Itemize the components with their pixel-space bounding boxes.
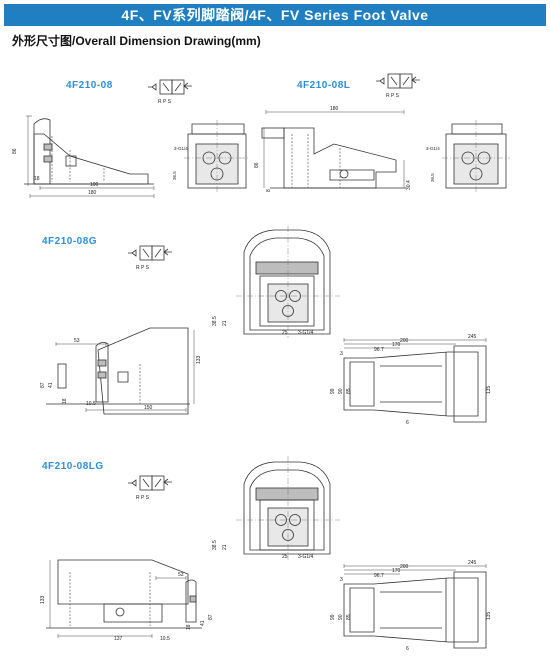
dim-245-g: 245 xyxy=(468,334,477,340)
dim-90-lg: 90 xyxy=(338,614,344,620)
dim-41-lg: 41 xyxy=(200,620,206,626)
dim-53-g: 53 xyxy=(74,338,80,344)
dim-3-lg: 3 xyxy=(340,577,343,583)
dim-100: 100 xyxy=(90,182,99,188)
model-label-4f210-08g: 4F210-08G xyxy=(42,236,98,247)
dim-3-g1-4-a: 3-G1/4 xyxy=(174,146,188,151)
dim-133-g: 133 xyxy=(196,355,202,364)
dim-180: 180 xyxy=(88,190,97,196)
valve-symbol-2: R P S xyxy=(376,73,420,99)
dim-137-lg: 137 xyxy=(114,636,123,642)
drawing-4f210-08lg-side: 53 133 87 41 18 137 10.5 xyxy=(40,559,214,642)
dim-36-5-b: 36.5 xyxy=(430,173,435,182)
model-label-4f210-08: 4F210-08 xyxy=(66,80,113,91)
dim-10-5-g: 10.5 xyxy=(86,401,96,407)
dim-53-lg: 53 xyxy=(178,572,184,578)
dim-86-l: 86 xyxy=(254,162,260,168)
dim-90-g: 90 xyxy=(338,388,344,394)
dim-21-g: 21 xyxy=(222,320,228,326)
symbol-ports-1: R P S xyxy=(158,99,172,105)
dim-135-lg: 135 xyxy=(486,611,492,620)
dim-30-4: 30.4 xyxy=(406,180,412,190)
dim-99-g: 99 xyxy=(330,388,336,394)
dim-3-g1-4-g: 3-G1/4 xyxy=(298,330,314,336)
valve-symbol-4: R P S xyxy=(128,475,172,501)
dim-85-g: 85 xyxy=(346,388,352,394)
drawing-4f210-08-front: 3-G1/4 36.5 xyxy=(172,120,250,192)
dim-18-g: 18 xyxy=(62,398,68,404)
dim-21-lg: 21 xyxy=(222,544,228,550)
symbol-ports-2: R P S xyxy=(386,93,400,99)
dim-180-l: 180 xyxy=(330,106,339,112)
section-title: 外形尺寸图/Overall Dimension Drawing(mm) xyxy=(12,34,261,48)
dim-200-g: 200 xyxy=(400,338,409,344)
drawing-4f210-08-side: 86 100 180 18 xyxy=(12,115,155,198)
header-title-bar: 4F、FV系列脚踏阀/4F、FV Series Foot Valve xyxy=(4,4,546,26)
dim-3-g: 3 xyxy=(340,351,343,357)
dim-133-lg: 133 xyxy=(40,595,46,604)
dim-99-lg: 99 xyxy=(330,614,336,620)
dim-41-g: 41 xyxy=(48,382,54,388)
drawing-4f210-08l-front: 3-G1/4 36.5 xyxy=(426,120,510,192)
dim-87-lg: 87 xyxy=(208,614,214,620)
dim-38-5-g: 38.5 xyxy=(212,316,218,326)
dim-18-lg: 18 xyxy=(186,624,192,630)
dim-3-g1-4-lg: 3-G1/4 xyxy=(298,554,314,560)
drawing-4f210-08g-top: 245 200 170 96.7 3 99 90 85 135 6 xyxy=(330,334,492,426)
dim-200-lg: 200 xyxy=(400,564,409,570)
valve-symbol-1: R P S xyxy=(148,79,192,105)
model-label-4f210-08lg: 4F210-08LG xyxy=(42,461,104,472)
dim-245-lg: 245 xyxy=(468,560,477,566)
dim-6-lg: 6 xyxy=(406,646,409,652)
dim-96-7-lg: 96.7 xyxy=(374,573,384,579)
dim-18: 18 xyxy=(34,176,40,182)
dim-6-g: 6 xyxy=(406,420,409,426)
dim-170-lg: 170 xyxy=(392,568,401,574)
dim-85-lg: 85 xyxy=(346,614,352,620)
drawing-4f210-08g-front: 38.5 21 25 3-G1/4 xyxy=(212,226,340,338)
dim-10-5-lg: 10.5 xyxy=(160,636,170,642)
drawing-4f210-08lg-front: 38.5 21 25 3-G1/4 xyxy=(212,456,340,560)
dim-150-g: 150 xyxy=(144,405,153,411)
dim-135-g: 135 xyxy=(486,385,492,394)
dim-86: 86 xyxy=(12,148,18,154)
drawing-4f210-08lg-top: 245 200 170 96.7 3 99 90 85 135 6 xyxy=(330,560,492,652)
drawing-4f210-08l-side: 180 86 8 30.4 xyxy=(254,106,412,192)
valve-symbol-3: R P S xyxy=(128,245,172,271)
symbol-ports-3: R P S xyxy=(136,265,150,271)
dim-87-g: 87 xyxy=(40,382,46,388)
dim-3-g1-4-b: 3-G1/4 xyxy=(426,146,440,151)
symbol-ports-4: R P S xyxy=(136,495,150,501)
model-label-4f210-08l: 4F210-08L xyxy=(297,80,351,91)
dim-38-5-lg: 38.5 xyxy=(212,540,218,550)
drawing-4f210-08g-side: 53 133 87 41 18 10.5 150 xyxy=(40,327,202,415)
dim-36-5-a: 36.5 xyxy=(172,171,177,180)
dim-170-g: 170 xyxy=(392,342,401,348)
dim-8: 8 xyxy=(266,189,272,192)
dim-25-g: 25 xyxy=(282,330,288,336)
dim-96-7-g: 96.7 xyxy=(374,347,384,353)
dim-25-lg: 25 xyxy=(282,554,288,560)
